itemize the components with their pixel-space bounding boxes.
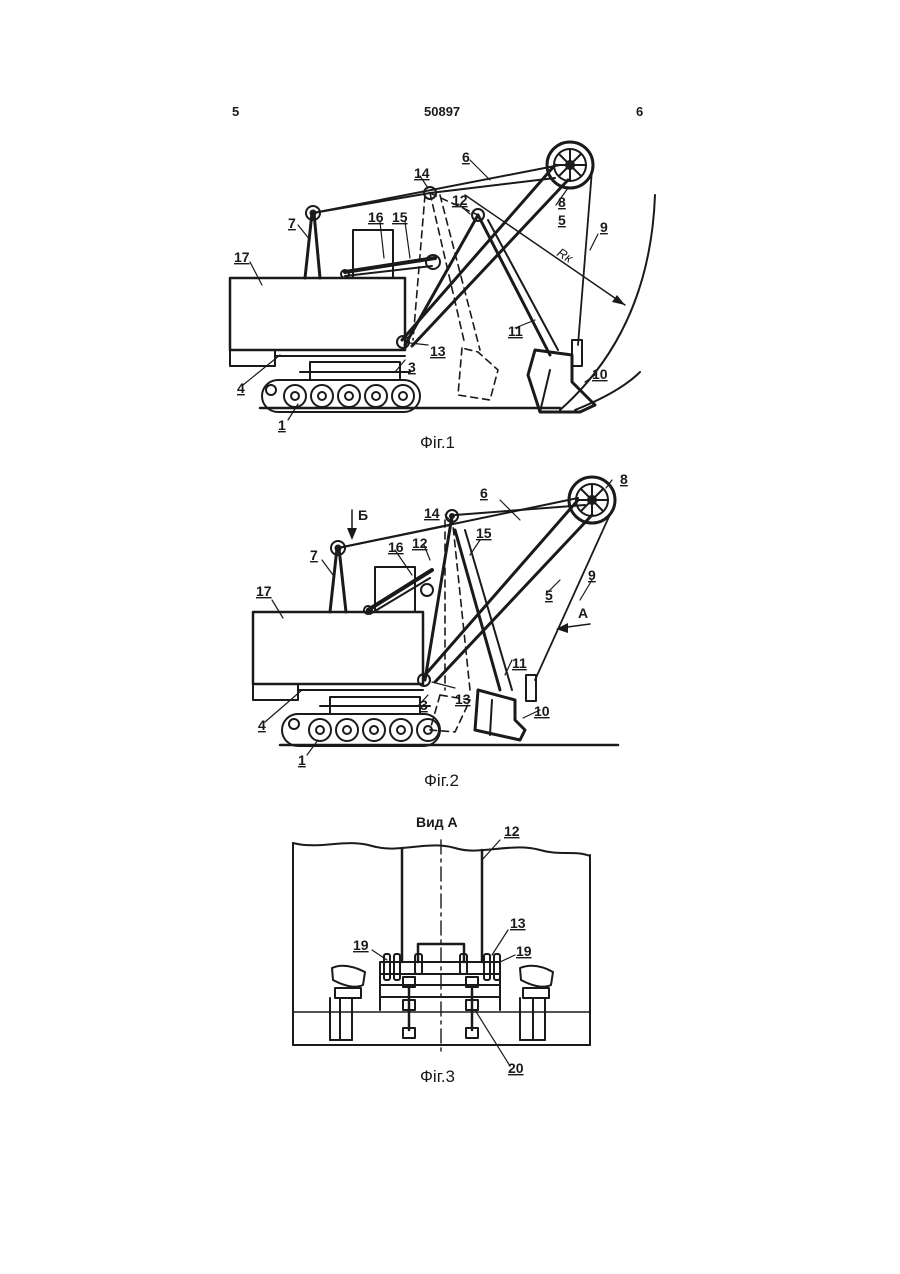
label-7: 7 — [288, 215, 296, 231]
caption-fig3: Фіг.3 — [420, 1067, 455, 1086]
label-20: 20 — [508, 1060, 524, 1076]
alternate-positions — [413, 193, 498, 400]
label-13-fig3: 13 — [510, 915, 526, 931]
label-16: 16 — [368, 209, 384, 225]
label-10-fig2: 10 — [534, 703, 550, 719]
label-view-a: А — [578, 605, 588, 621]
label-5-fig2: 5 — [545, 587, 553, 603]
label-4: 4 — [237, 380, 245, 396]
platform-body-2 — [253, 612, 423, 684]
platform-lower — [230, 350, 275, 366]
label-17-fig2: 17 — [256, 583, 272, 599]
label-17: 17 — [234, 249, 250, 265]
label-11: 11 — [508, 323, 523, 339]
label-10: 10 — [592, 366, 608, 382]
label-radius: Rк — [554, 245, 576, 266]
label-4-fig2: 4 — [258, 717, 266, 733]
label-1-fig2: 1 — [298, 752, 306, 768]
label-9: 9 — [600, 219, 608, 235]
leader-lines-fig3 — [372, 840, 515, 1066]
label-15-fig2: 15 — [476, 525, 492, 541]
label-8-fig2: 8 — [620, 471, 628, 487]
label-11-fig2: 11 — [512, 655, 527, 671]
label-12: 12 — [452, 192, 468, 208]
track-wheels-2 — [289, 719, 439, 741]
label-19-right: 19 — [516, 943, 532, 959]
caption-fig2: Фіг.2 — [424, 771, 459, 790]
view-a-title: Вид А — [416, 814, 458, 830]
label-view-b: Б — [358, 507, 368, 523]
caption-fig1: Фіг.1 — [420, 433, 455, 452]
label-12-fig2: 12 — [412, 535, 428, 551]
track-wheels — [266, 385, 414, 407]
label-16-fig2: 16 — [388, 539, 404, 555]
label-6-fig2: 6 — [480, 485, 488, 501]
label-8: 8 — [558, 194, 566, 210]
label-1: 1 — [278, 417, 286, 433]
shaft — [380, 962, 500, 974]
label-7-fig2: 7 — [310, 547, 318, 563]
label-14: 14 — [414, 165, 430, 181]
label-3: 3 — [408, 359, 416, 375]
label-6: 6 — [462, 149, 470, 165]
label-9-fig2: 9 — [588, 567, 596, 583]
label-19-left: 19 — [353, 937, 369, 953]
bucket-fig1 — [528, 350, 595, 412]
label-3-fig2: 3 — [420, 697, 428, 713]
label-13-fig2: 13 — [455, 691, 471, 707]
label-5: 5 — [558, 212, 566, 228]
platform-body — [230, 278, 405, 350]
label-13: 13 — [430, 343, 446, 359]
label-14-fig2: 14 — [424, 505, 440, 521]
labels-fig2: 1 3 4 5 6 7 8 9 10 11 12 13 14 15 16 17 … — [256, 471, 628, 790]
bucket-fig2 — [475, 690, 525, 740]
label-15: 15 — [392, 209, 408, 225]
figure-3 — [293, 840, 590, 1066]
label-12-fig3: 12 — [504, 823, 520, 839]
